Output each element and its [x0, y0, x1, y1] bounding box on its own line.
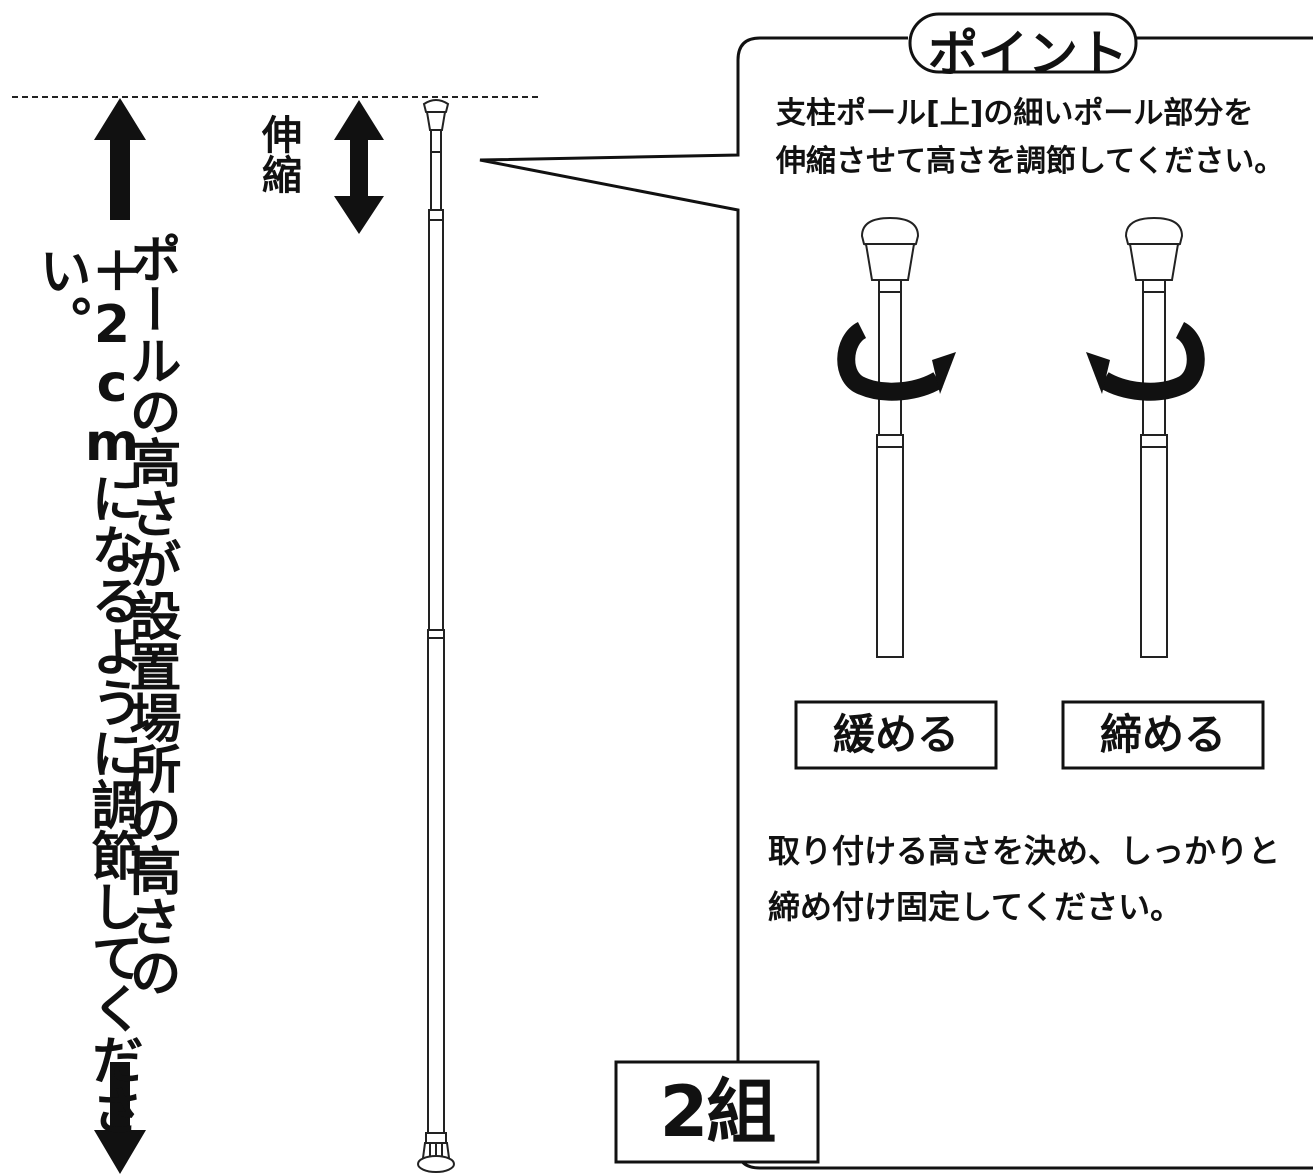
fix-instruction-line-1: 取り付ける高さを決め、しっかりと: [768, 832, 1281, 870]
point-title-badge: [908, 12, 1138, 74]
loosen-label: 緩める: [832, 710, 959, 759]
set-count-box: [614, 1060, 820, 1164]
tighten-pole-illustration: [1124, 216, 1184, 658]
height-arrow-down-icon: [94, 1062, 146, 1174]
stretch-label: 伸縮: [255, 114, 301, 194]
loosen-rotate-arrow-icon: [837, 321, 956, 401]
point-description-line-2: 伸縮させて高さを調節してください。: [776, 144, 1285, 179]
loosen-label-box: [794, 700, 998, 770]
stretch-double-arrow-icon: [334, 100, 384, 234]
height-note-line-2: ＋2cmになるように調節してください。: [30, 244, 142, 1135]
tighten-label: 締める: [1099, 710, 1226, 759]
height-arrow-up-icon: [94, 98, 146, 220]
tighten-rotate-arrow-icon: [1086, 321, 1205, 401]
fix-instruction-line-2: 締め付け固定してください。: [768, 888, 1183, 926]
tension-pole: [417, 99, 455, 1173]
set-count-label: 2組: [659, 1071, 777, 1153]
point-title: ポイント: [928, 25, 1128, 83]
point-description-line-1: 支柱ポール[上]の細いポール部分を: [776, 96, 1254, 131]
tighten-label-box: [1061, 700, 1265, 770]
height-note-line-1: ポールの高さが設置場所の高さの: [120, 232, 180, 997]
loosen-pole-illustration: [860, 216, 920, 658]
point-callout-frame: [479, 36, 1313, 1170]
